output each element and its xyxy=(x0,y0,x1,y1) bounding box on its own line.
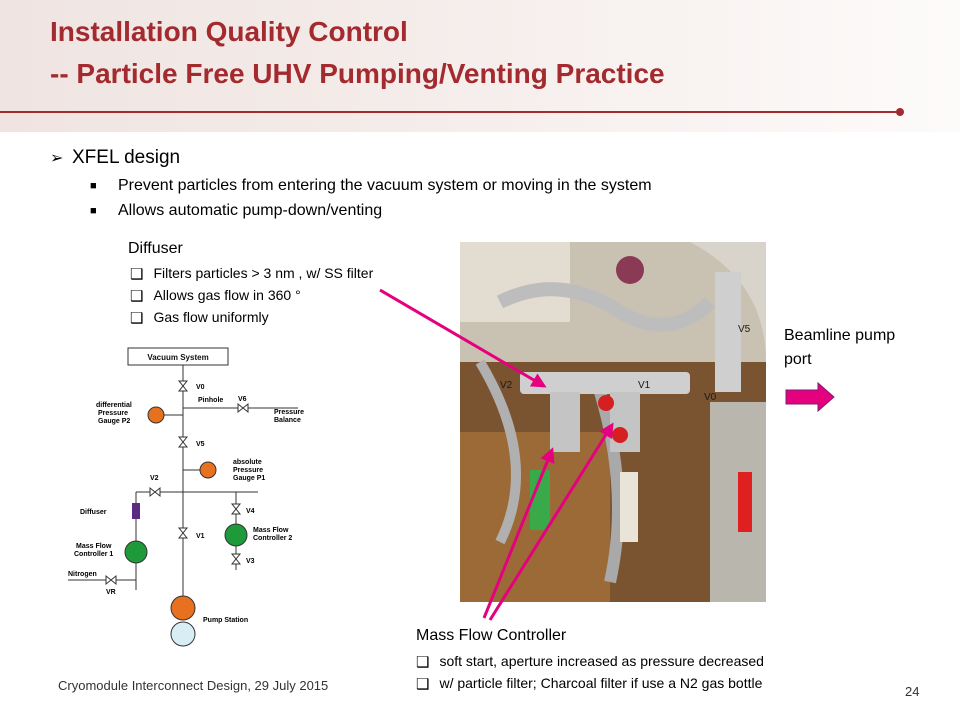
schematic-mfc2-1: Mass Flow xyxy=(253,527,289,534)
schematic-v0: V0 xyxy=(196,384,205,391)
beamline-arrow-icon xyxy=(785,381,835,413)
square-bullet-icon: ■ xyxy=(90,180,97,192)
main-bullet-text: XFEL design xyxy=(72,147,181,168)
schematic-v4: V4 xyxy=(246,508,255,515)
schematic-mfc1-1: Mass Flow xyxy=(76,543,112,550)
schematic-vacuum-system: Vacuum System xyxy=(147,353,208,362)
pump-lower-icon xyxy=(170,621,196,647)
checkbox-bullet-icon: ❑ xyxy=(130,288,144,305)
checkbox-bullet-icon: ❑ xyxy=(130,310,144,327)
schematic-abs-gauge-1: absolute xyxy=(233,459,262,466)
valve-v2 xyxy=(149,486,161,498)
photo-label-v0: V0 xyxy=(704,392,717,403)
checkbox-bullet-icon: ❑ xyxy=(130,266,144,283)
vacuum-system-box xyxy=(127,347,229,366)
schematic-pinhole: Pinhole xyxy=(198,397,223,404)
title-rule xyxy=(0,111,900,113)
photo-label-v2: V2 xyxy=(500,380,513,391)
photo-label-v1: V1 xyxy=(638,380,651,391)
schematic-pump-station: Pump Station xyxy=(203,617,248,624)
diffuser-item-1-text: Filters particles > 3 nm , w/ SS filter xyxy=(153,265,374,281)
schematic-vr: VR xyxy=(106,589,116,596)
schematic-v6: V6 xyxy=(238,396,247,403)
schematic-v3: V3 xyxy=(246,558,255,565)
sub-bullet-1: Prevent particles from entering the vacu… xyxy=(118,177,652,194)
diffuser-heading: Diffuser xyxy=(128,240,183,257)
beamline-label-line1: Beamline pump xyxy=(784,327,896,344)
pumping-schematic: Vacuum System V0 Pinhole V6 Pressure Bal… xyxy=(68,347,304,647)
diff-gauge-icon xyxy=(147,406,165,424)
schematic-pressure-balance-2: Balance xyxy=(274,417,301,424)
mfc-item-1-text: soft start, aperture increased as pressu… xyxy=(439,653,764,669)
equipment-photo: V2 V1 V0 V5 xyxy=(460,242,766,602)
page-number: 24 xyxy=(905,684,920,699)
diffuser-item-2: ❑ Allows gas flow in 360 ° xyxy=(130,287,301,305)
equipment-photo-drawing: V2 V1 V0 V5 xyxy=(460,242,766,602)
header-band xyxy=(0,0,960,132)
schematic-pressure-balance-1: Pressure xyxy=(274,409,304,416)
beamline-label-line2: port xyxy=(784,351,812,368)
schematic-nitrogen: Nitrogen xyxy=(68,571,97,578)
photo-label-v5: V5 xyxy=(738,324,751,335)
diffuser-icon xyxy=(132,503,140,519)
diffuser-item-1: ❑ Filters particles > 3 nm , w/ SS filter xyxy=(130,265,373,283)
schematic-diff-gauge-2: Pressure xyxy=(98,410,128,417)
slide-title-line1: Installation Quality Control xyxy=(50,16,408,47)
diffuser-item-3-text: Gas flow uniformly xyxy=(153,309,269,325)
schematic-diff-gauge-1: differential xyxy=(96,402,132,409)
mfc-item-2: ❑ w/ particle filter; Charcoal filter if … xyxy=(416,675,762,693)
arrow-bullet-icon: ➢ xyxy=(50,150,64,167)
mfc2-icon xyxy=(224,523,248,547)
valve-vr xyxy=(105,574,117,586)
schematic-v1: V1 xyxy=(196,533,205,540)
title-rule-dot xyxy=(896,108,904,116)
diffuser-item-2-text: Allows gas flow in 360 ° xyxy=(153,287,301,303)
schematic-diff-gauge-3: Gauge P2 xyxy=(98,418,130,425)
mfc-item-2-text: w/ particle filter; Charcoal filter if u… xyxy=(439,675,763,691)
checkbox-bullet-icon: ❑ xyxy=(416,676,430,693)
mfc-heading: Mass Flow Controller xyxy=(416,627,567,644)
sub-bullet-2: Allows automatic pump-down/venting xyxy=(118,202,383,219)
schematic-mfc2-2: Controller 2 xyxy=(253,535,292,542)
footer-text: Cryomodule Interconnect Design, 29 July … xyxy=(58,678,329,693)
square-bullet-icon: ■ xyxy=(90,205,97,217)
mfc1-icon xyxy=(124,540,148,564)
valve-v5 xyxy=(177,436,189,448)
abs-gauge-icon xyxy=(199,461,217,479)
valve-v6 xyxy=(237,402,249,414)
schematic-abs-gauge-3: Gauge P1 xyxy=(233,475,265,482)
mfc-item-1: ❑ soft start, aperture increased as press… xyxy=(416,653,764,671)
valve-v0 xyxy=(177,380,189,392)
schematic-mfc1-2: Controller 1 xyxy=(74,551,113,558)
checkbox-bullet-icon: ❑ xyxy=(416,654,430,671)
valve-v3 xyxy=(230,553,242,565)
slide-title-line2: -- Particle Free UHV Pumping/Venting Pra… xyxy=(50,58,665,89)
schematic-v2: V2 xyxy=(150,475,159,482)
valve-v1 xyxy=(177,527,189,539)
schematic-diffuser: Diffuser xyxy=(80,509,107,516)
diffuser-item-3: ❑ Gas flow uniformly xyxy=(130,309,269,327)
pump-icon xyxy=(170,595,196,621)
schematic-abs-gauge-2: Pressure xyxy=(233,467,263,474)
schematic-v5: V5 xyxy=(196,441,205,448)
valve-v4 xyxy=(230,503,242,515)
